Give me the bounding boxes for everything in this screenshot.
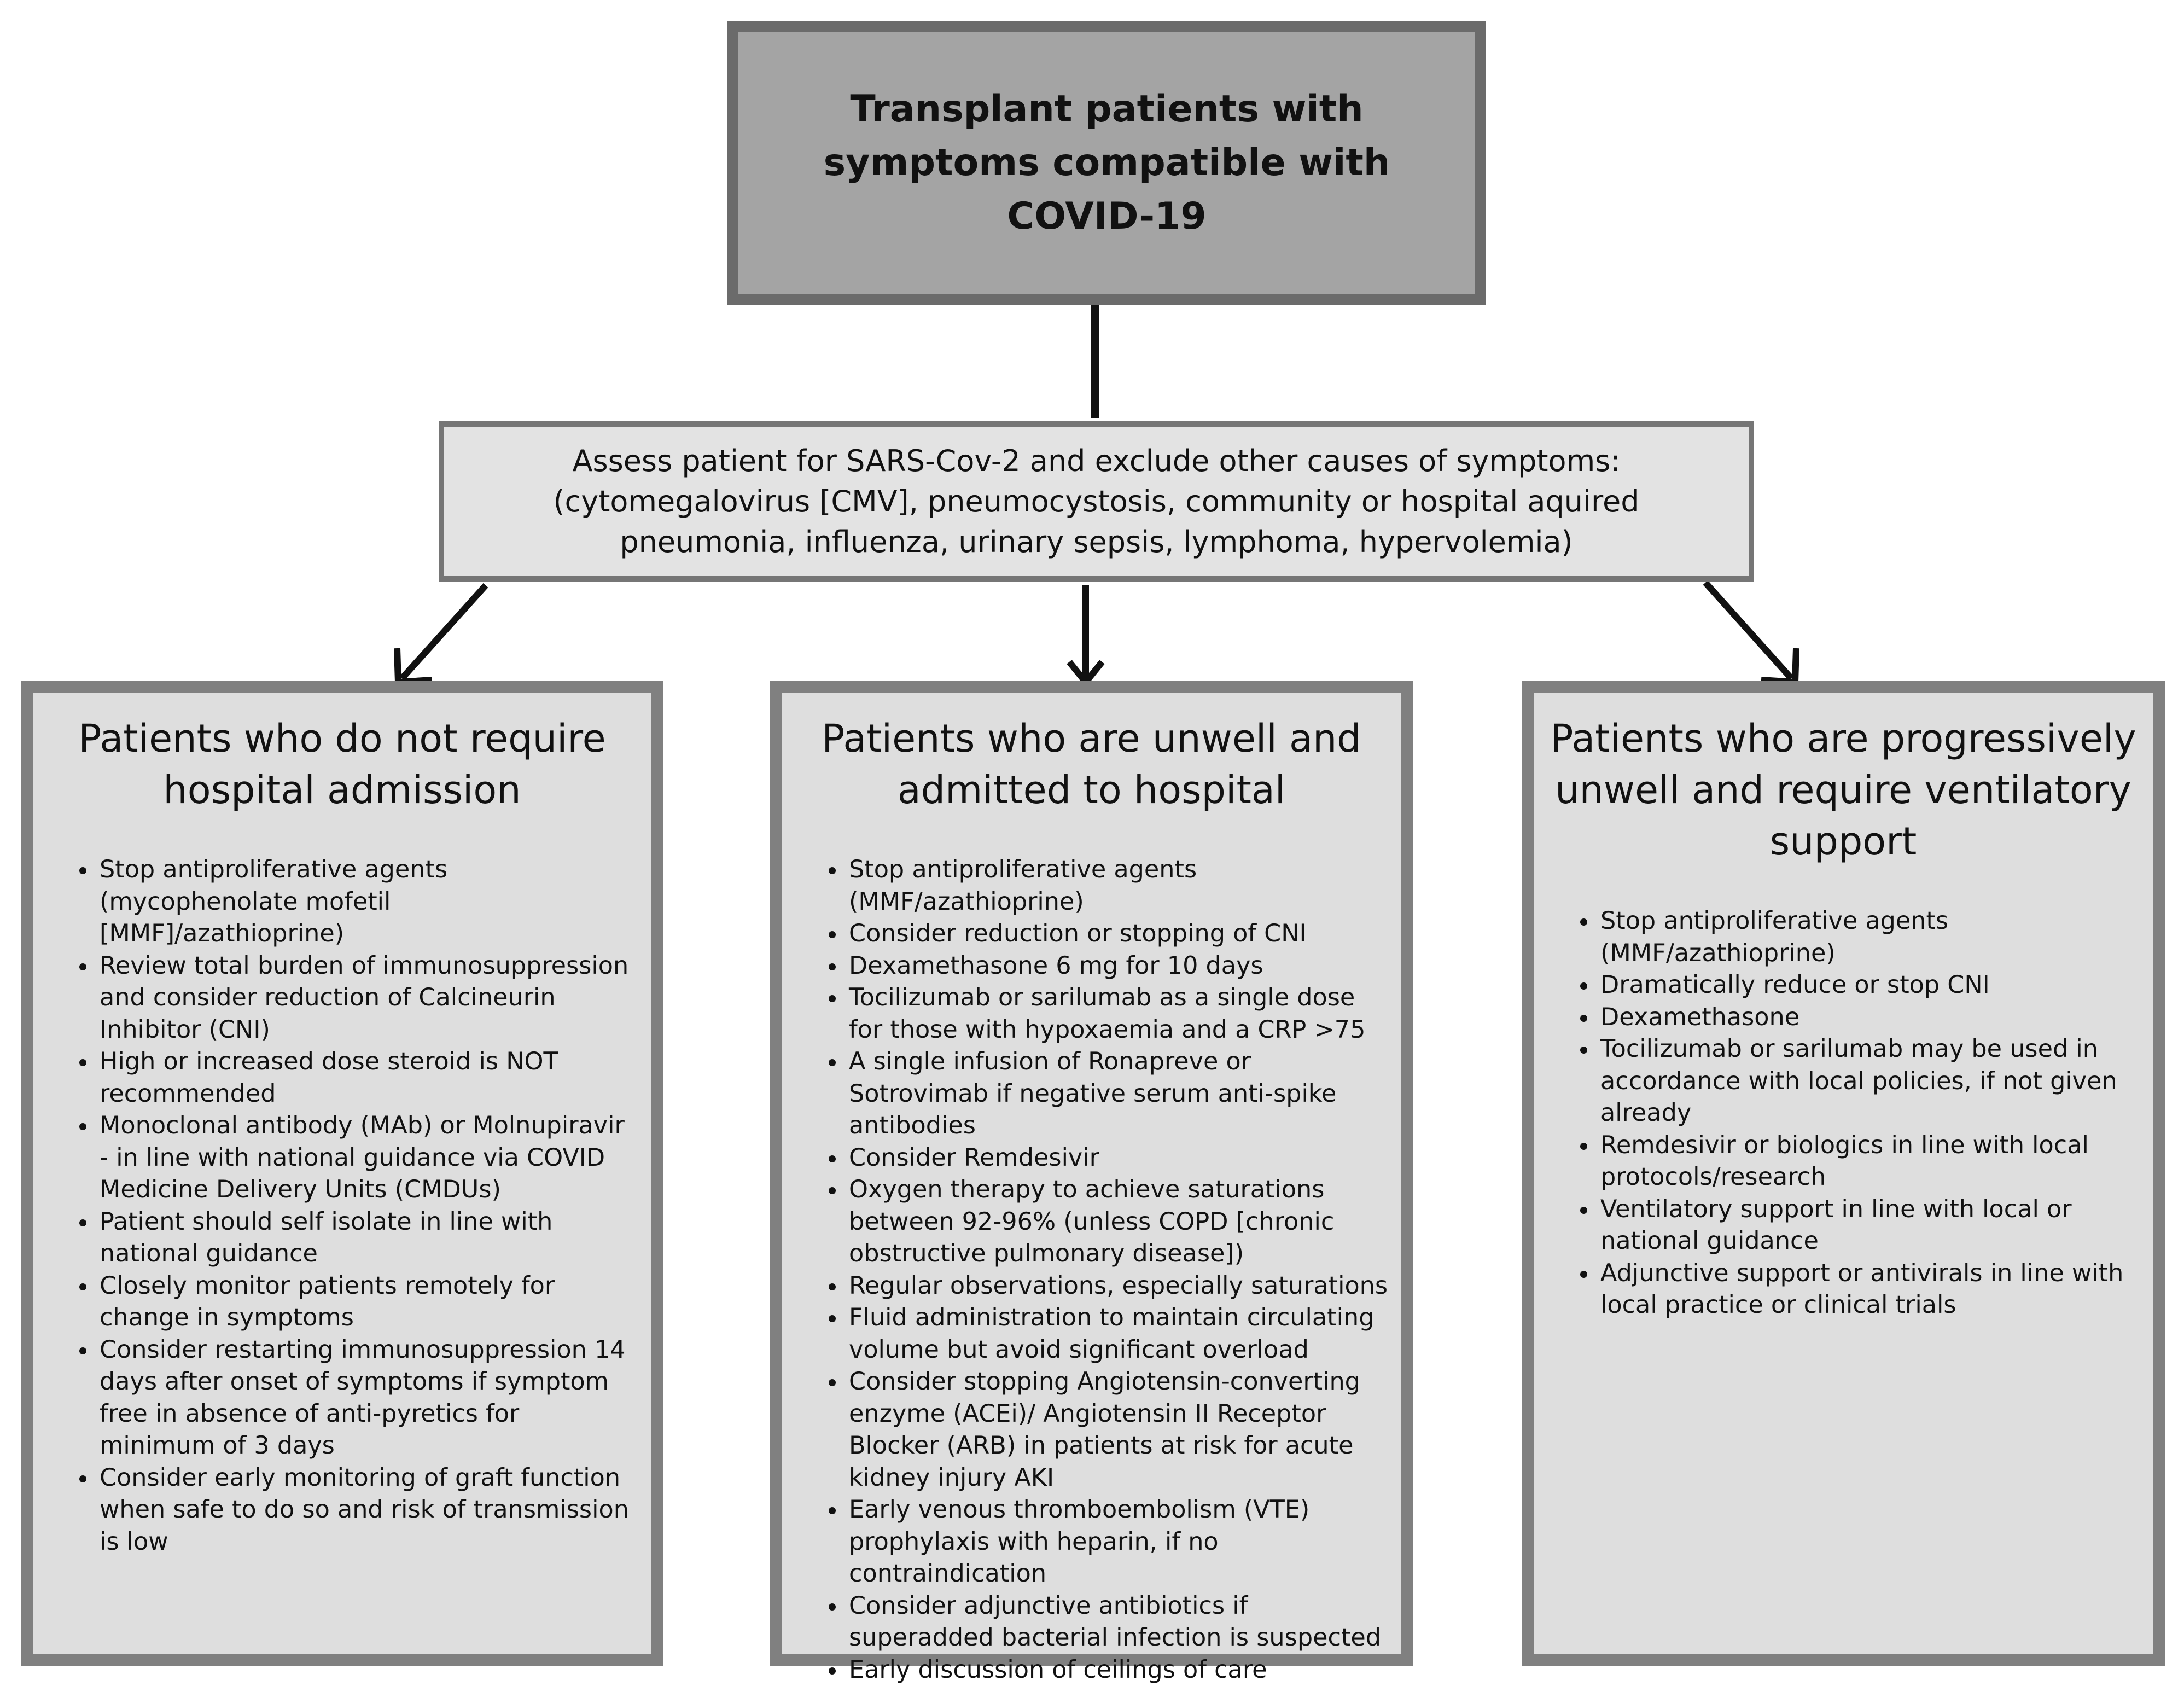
recommendation-list: Stop antiproliferative agents (MMF/azath… — [794, 854, 1389, 1686]
list-item: Tocilizumab or sarilumab may be used in … — [1598, 1033, 2141, 1130]
list-item: Ventilatory support in line with local o… — [1598, 1194, 2141, 1258]
arrow-to-right-column — [1705, 583, 1791, 678]
list-item: High or increased dose steroid is NOT re… — [97, 1046, 639, 1110]
list-item: Regular observations, especially saturat… — [847, 1270, 1389, 1303]
list-item: Dexamethasone — [1598, 1002, 2141, 1034]
inpatient-column: Patients who are unwell and admitted to … — [770, 681, 1413, 1666]
list-item: Tocilizumab or sarilumab as a single dos… — [847, 982, 1389, 1046]
list-item: Dramatically reduce or stop CNI — [1598, 969, 2141, 1002]
list-item: Fluid administration to maintain circula… — [847, 1302, 1389, 1366]
column-title: Patients who are unwell and admitted to … — [794, 713, 1389, 816]
column-title: Patients who are progressively unwell an… — [1546, 713, 2141, 867]
list-item: Consider reduction or stopping of CNI — [847, 918, 1389, 950]
list-item: Stop antiproliferative agents (MMF/azath… — [847, 854, 1389, 918]
recommendation-list: Stop antiproliferative agents (MMF/azath… — [1546, 905, 2141, 1322]
list-item: Early venous thromboembolism (VTE) proph… — [847, 1494, 1389, 1590]
list-item: Adjunctive support or antivirals in line… — [1598, 1258, 2141, 1322]
list-item: Consider adjunctive antibiotics if super… — [847, 1590, 1389, 1654]
list-item: Consider stopping Angiotensin-converting… — [847, 1366, 1389, 1494]
list-item: Dexamethasone 6 mg for 10 days — [847, 950, 1389, 982]
column-title: Patients who do not require hospital adm… — [45, 713, 639, 816]
start-node-title: Transplant patients with symptoms compat… — [738, 83, 1475, 243]
list-item: Remdesivir or biologics in line with loc… — [1598, 1130, 2141, 1194]
list-item: Consider early monitoring of graft funct… — [97, 1462, 639, 1559]
outpatient-column: Patients who do not require hospital adm… — [21, 681, 663, 1666]
list-item: Stop antiproliferative agents (MMF/azath… — [1598, 905, 2141, 969]
list-item: Consider Remdesivir — [847, 1142, 1389, 1175]
list-item: Stop antiproliferative agents (mycopheno… — [97, 854, 639, 950]
list-item: Closely monitor patients remotely for ch… — [97, 1270, 639, 1334]
list-item: Review total burden of immunosuppression… — [97, 950, 639, 1047]
recommendation-list: Stop antiproliferative agents (mycopheno… — [45, 854, 639, 1558]
list-item: Patient should self isolate in line with… — [97, 1206, 639, 1270]
arrow-to-left-column — [402, 585, 486, 678]
list-item: Monoclonal antibody (MAb) or Molnupiravi… — [97, 1110, 639, 1206]
assess-node: Assess patient for SARS-Cov-2 and exclud… — [439, 421, 1754, 582]
list-item: A single infusion of Ronapreve or Sotrov… — [847, 1046, 1389, 1142]
start-node: Transplant patients with symptoms compat… — [727, 21, 1486, 305]
ventilatory-support-column: Patients who are progressively unwell an… — [1522, 681, 2165, 1666]
list-item: Oxygen therapy to achieve saturations be… — [847, 1174, 1389, 1270]
list-item: Early discussion of ceilings of care — [847, 1654, 1389, 1686]
assess-node-text: Assess patient for SARS-Cov-2 and exclud… — [444, 441, 1749, 562]
list-item: Consider restarting immunosuppression 14… — [97, 1334, 639, 1462]
